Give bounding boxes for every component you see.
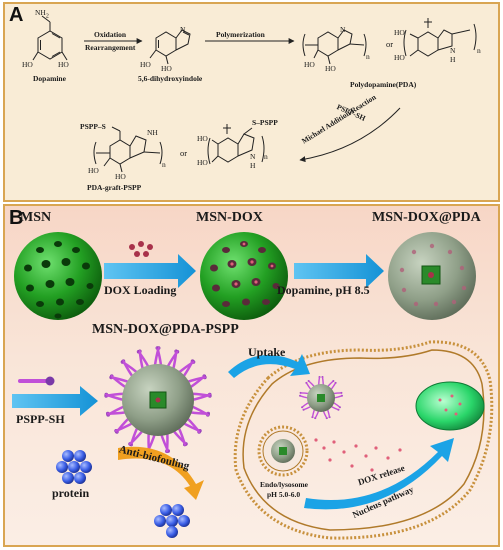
endo-lysosome bbox=[257, 425, 309, 477]
protein-label: protein bbox=[52, 486, 90, 500]
nucleus bbox=[415, 381, 485, 431]
msn-label: MSN bbox=[20, 210, 52, 225]
msn-dox-pda-pspp-label: MSN-DOX@PDA-PSPP bbox=[92, 322, 239, 337]
pda-structure-1 bbox=[302, 29, 367, 65]
pda1-nh-label: N bbox=[340, 25, 346, 34]
graft-structure-1 bbox=[93, 126, 163, 173]
pspp-brush-chain bbox=[305, 382, 312, 391]
pda-label: Polydopamine(PDA) bbox=[350, 80, 417, 89]
uptake-arrow bbox=[228, 354, 310, 378]
pspp-brush-chain bbox=[330, 382, 337, 391]
pspp-brush-chain bbox=[299, 395, 309, 399]
graft1-ho-label-1: HO bbox=[88, 166, 99, 175]
pspp-brush-chain bbox=[332, 401, 341, 408]
pspp-brush-chain bbox=[301, 401, 310, 408]
pspp-brush-chain bbox=[165, 431, 169, 453]
pspp-brush-chain bbox=[307, 380, 316, 388]
graft-label: PDA-graft-PSPP bbox=[87, 183, 142, 192]
internalized-particle bbox=[299, 376, 343, 420]
pspp-sh-label: PSPP-SH bbox=[16, 412, 65, 426]
pda1-n-subscript: n bbox=[366, 52, 370, 61]
pspp-sh-reagent-icon bbox=[18, 376, 55, 386]
dox-loading-label: DOX Loading bbox=[104, 283, 177, 297]
graft2-ho-label-2: HO bbox=[197, 158, 208, 167]
grafting-arrow bbox=[12, 386, 98, 416]
graft2-s-label: S–PSPP bbox=[252, 118, 278, 127]
protein-cluster-2 bbox=[154, 504, 190, 538]
panel-a-synthesis-scheme bbox=[3, 2, 500, 202]
endo-lysosome-label: Endo/lysosome bbox=[260, 480, 308, 489]
pspp-brush-chain bbox=[302, 405, 312, 411]
dopamine-label: Dopamine bbox=[33, 74, 66, 83]
michael-addition-arrow bbox=[299, 107, 401, 163]
uptake-label: Uptake bbox=[248, 345, 286, 359]
graft1-n-subscript: n bbox=[162, 160, 166, 169]
panel-a-letter: A bbox=[9, 4, 24, 26]
dhi-ho-label-2: HO bbox=[161, 64, 172, 73]
or-label-2: or bbox=[180, 148, 188, 158]
graft2-ho-label-1: HO bbox=[197, 134, 208, 143]
cell-membrane bbox=[233, 340, 494, 540]
msn-dox-label: MSN-DOX bbox=[196, 210, 263, 225]
graft1-s-label: PSPP–S bbox=[80, 122, 106, 131]
pspp-brush-chain bbox=[318, 376, 321, 386]
pda1-ho-label-2: HO bbox=[325, 64, 336, 73]
pspp-brush-chain bbox=[106, 411, 128, 415]
msn-sphere bbox=[14, 232, 102, 320]
rearrangement-label: Rearrangement bbox=[85, 43, 136, 52]
nucleus-pathway-arrow bbox=[304, 438, 454, 510]
panel-b-letter: B bbox=[9, 207, 24, 229]
dhi-structure bbox=[149, 29, 191, 65]
pspp-brush-chain bbox=[311, 408, 316, 418]
pspp-brush-chain bbox=[153, 346, 160, 368]
polymerization-label: Polymerization bbox=[216, 30, 265, 39]
protein-cluster-1 bbox=[56, 450, 92, 484]
pspp-brush-chain bbox=[332, 392, 343, 395]
pda2-ho-label-2: HO bbox=[394, 53, 405, 62]
pspp-brush-chain bbox=[321, 376, 324, 386]
pspp-brush-chain bbox=[326, 408, 331, 418]
pda-structure-2 bbox=[403, 18, 477, 57]
endo-ph-label: pH 5.0-6.0 bbox=[267, 490, 301, 499]
msn-dox-pda-sphere bbox=[388, 232, 476, 320]
amine-label: NH2 bbox=[35, 8, 49, 20]
dopamine-ho-label-2: HO bbox=[58, 60, 69, 69]
pspp-brush-chain bbox=[333, 395, 343, 399]
oxidation-label: Oxidation bbox=[94, 30, 127, 39]
dopamine-ph-label: Dopamine, pH 8.5 bbox=[277, 283, 370, 297]
pspp-brush-chain bbox=[138, 350, 145, 371]
dopamine-coating-arrow bbox=[294, 254, 384, 288]
msn-dox-pda-pspp-particle bbox=[104, 346, 212, 454]
graft2-n-subscript: n bbox=[264, 152, 268, 161]
pspp-brush-chain bbox=[314, 410, 320, 419]
dox-molecules bbox=[129, 241, 153, 257]
dhi-label: 5,6-dihydroxyindole bbox=[138, 74, 203, 83]
pspp-brush-chain bbox=[299, 392, 310, 395]
anti-biofouling-arrow bbox=[118, 446, 204, 500]
msn-dox-pda-label: MSN-DOX@PDA bbox=[372, 210, 481, 225]
pda2-n-subscript: n bbox=[477, 46, 481, 55]
pda2-ho-label-1: HO bbox=[394, 28, 405, 37]
dopamine-structure bbox=[32, 15, 68, 61]
pspp-brush-chain bbox=[322, 410, 328, 419]
released-dox bbox=[314, 438, 402, 472]
pspp-brush-chain bbox=[326, 380, 335, 388]
graft1-ho-label-2: HO bbox=[115, 172, 126, 181]
dhi-ho-label-1: HO bbox=[140, 60, 151, 69]
graft1-nh-label: NH bbox=[147, 128, 158, 137]
dopamine-ho-label-1: HO bbox=[22, 60, 33, 69]
pspp-brush-chain bbox=[330, 405, 340, 411]
graft-structure-2 bbox=[207, 124, 265, 165]
dhi-nh-label: N bbox=[180, 25, 186, 34]
or-label-1: or bbox=[386, 39, 394, 49]
msn-dox-sphere bbox=[200, 232, 288, 320]
pda1-ho-label-1: HO bbox=[304, 60, 315, 69]
dox-loading-arrow bbox=[104, 254, 196, 288]
